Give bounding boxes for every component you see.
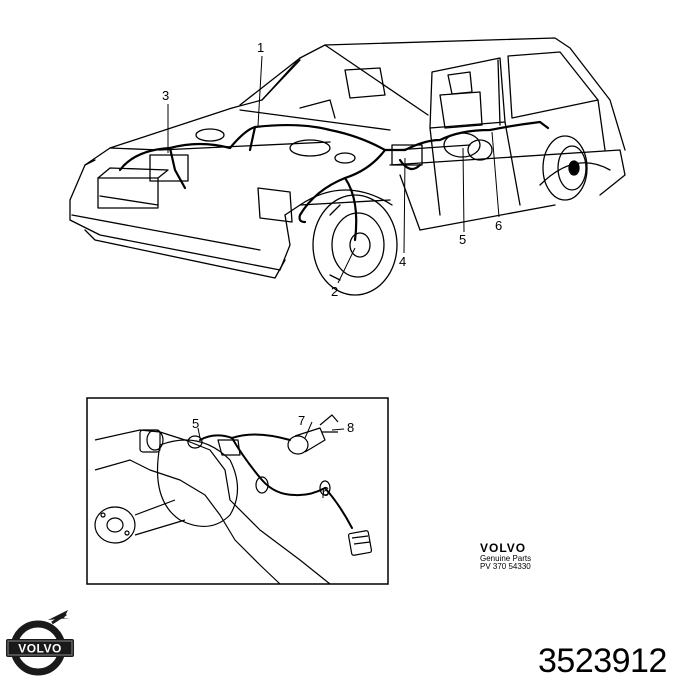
inset-detail bbox=[86, 397, 389, 585]
genuine-line1: Genuine Parts bbox=[480, 553, 532, 563]
volvo-iron-mark-icon: VOLVO bbox=[4, 606, 78, 680]
callout-6: 6 bbox=[495, 218, 502, 233]
inset-callout-6: 6 bbox=[322, 484, 329, 499]
inset-callout-5: 5 bbox=[192, 416, 199, 431]
callout-4: 4 bbox=[399, 254, 406, 269]
callout-2: 2 bbox=[331, 284, 338, 299]
wiring-harness bbox=[118, 120, 550, 242]
logo-text: VOLVO bbox=[18, 642, 62, 656]
callout-3: 3 bbox=[162, 88, 169, 103]
callout-5: 5 bbox=[459, 232, 466, 247]
callout-1-leader bbox=[257, 55, 263, 127]
genuine-parts-block: VOLVO Genuine Parts PV 370 54330 bbox=[480, 542, 531, 571]
genuine-line2: PV 370 54330 bbox=[480, 561, 531, 571]
engine-components bbox=[97, 128, 356, 209]
genuine-brand: VOLVO bbox=[480, 541, 527, 555]
callout-2-leader bbox=[337, 247, 356, 284]
rear-wheel bbox=[542, 135, 588, 201]
callout-6-leader bbox=[491, 131, 500, 218]
callout-5-leader bbox=[462, 147, 465, 233]
callout-4-leader bbox=[403, 157, 406, 254]
part-number: 3523912 bbox=[538, 642, 667, 680]
inset-callout-7: 7 bbox=[298, 413, 305, 428]
inset-callout-8: 8 bbox=[347, 420, 354, 435]
callout-1: 1 bbox=[257, 40, 264, 55]
front-wheel bbox=[312, 194, 398, 296]
car-body bbox=[69, 37, 626, 279]
